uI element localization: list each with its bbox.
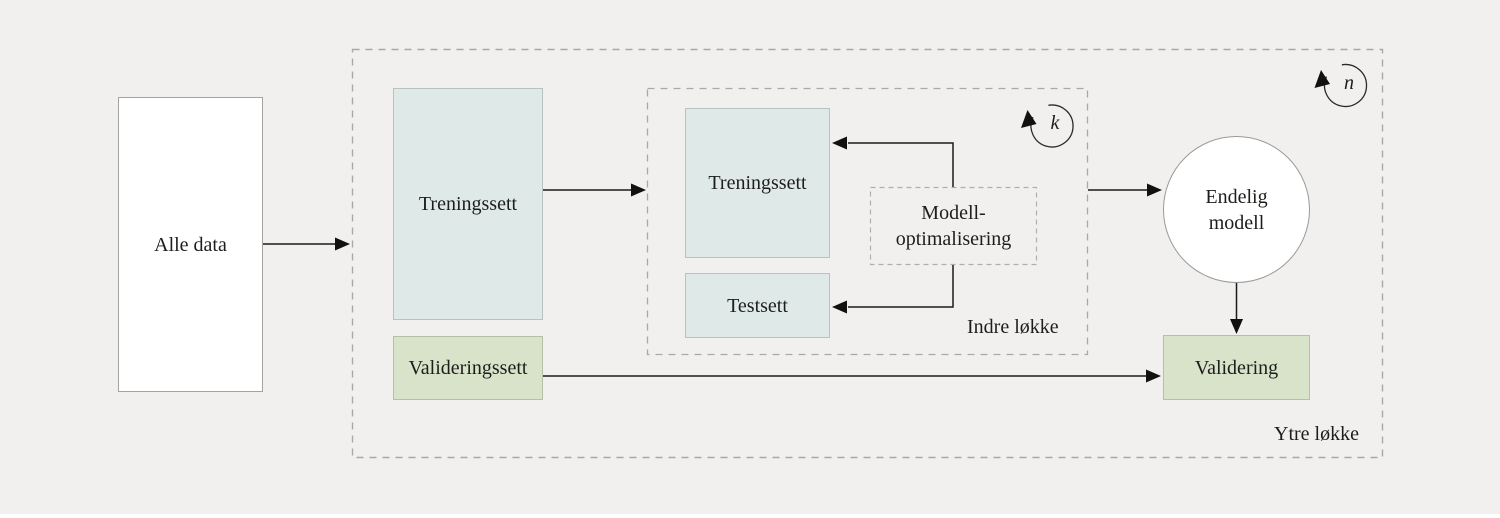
inner-loop-label: Indre løkke (967, 316, 1059, 338)
node-modell-optimalisering-line2: optimalisering (895, 228, 1012, 250)
node-endelig-modell: Endelig modell (1163, 136, 1310, 283)
connector-modellopt-to-testsett-line (848, 265, 954, 308)
node-treningssett-inner: Treningssett (685, 108, 830, 258)
arrow-innerloop-to-endeligmodell-head (1147, 183, 1162, 197)
arrow-alledata-to-outerloop-head (335, 237, 350, 251)
node-testsett-label: Testsett (727, 294, 788, 317)
inner-loop-k-symbol: k (1050, 112, 1060, 134)
node-validering: Validering (1163, 335, 1310, 400)
connector-modellopt-to-testsett-head (832, 300, 847, 314)
node-treningssett-outer-label: Treningssett (418, 193, 518, 215)
node-endelig-modell-line2: modell (1208, 211, 1265, 234)
node-valideringssett: Valideringssett (393, 336, 543, 400)
node-treningssett-inner-label: Treningssett (708, 172, 807, 194)
node-modell-optimalisering: Modell- optimalisering (870, 187, 1037, 265)
node-valideringssett-label: Valideringssett (408, 357, 528, 379)
outer-loop-repeat-icon-head (1314, 70, 1330, 88)
node-validering-label: Validering (1194, 356, 1279, 379)
inner-loop-repeat-icon-head (1021, 110, 1037, 128)
node-alle-data: Alle data (118, 97, 263, 392)
connector-modellopt-to-treningssett-line (848, 142, 954, 187)
node-endelig-modell-line1: Endelig (1205, 185, 1268, 208)
node-treningssett-outer: Treningssett (393, 88, 543, 320)
arrow-valideringssett-to-validering-head (1146, 369, 1161, 383)
node-alle-data-label: Alle data (154, 233, 227, 256)
node-testsett: Testsett (685, 273, 830, 338)
bottom-edge-strip (0, 514, 1500, 518)
outer-loop-label: Ytre løkke (1274, 423, 1359, 445)
arrow-treningssett-to-innerloop-head (631, 183, 646, 197)
node-modell-optimalisering-line1: Modell- (921, 202, 986, 224)
connector-modellopt-to-treningssett-head (832, 136, 847, 150)
arrow-endeligmodell-to-validering-head (1230, 319, 1243, 334)
outer-loop-n-symbol: n (1344, 72, 1354, 94)
